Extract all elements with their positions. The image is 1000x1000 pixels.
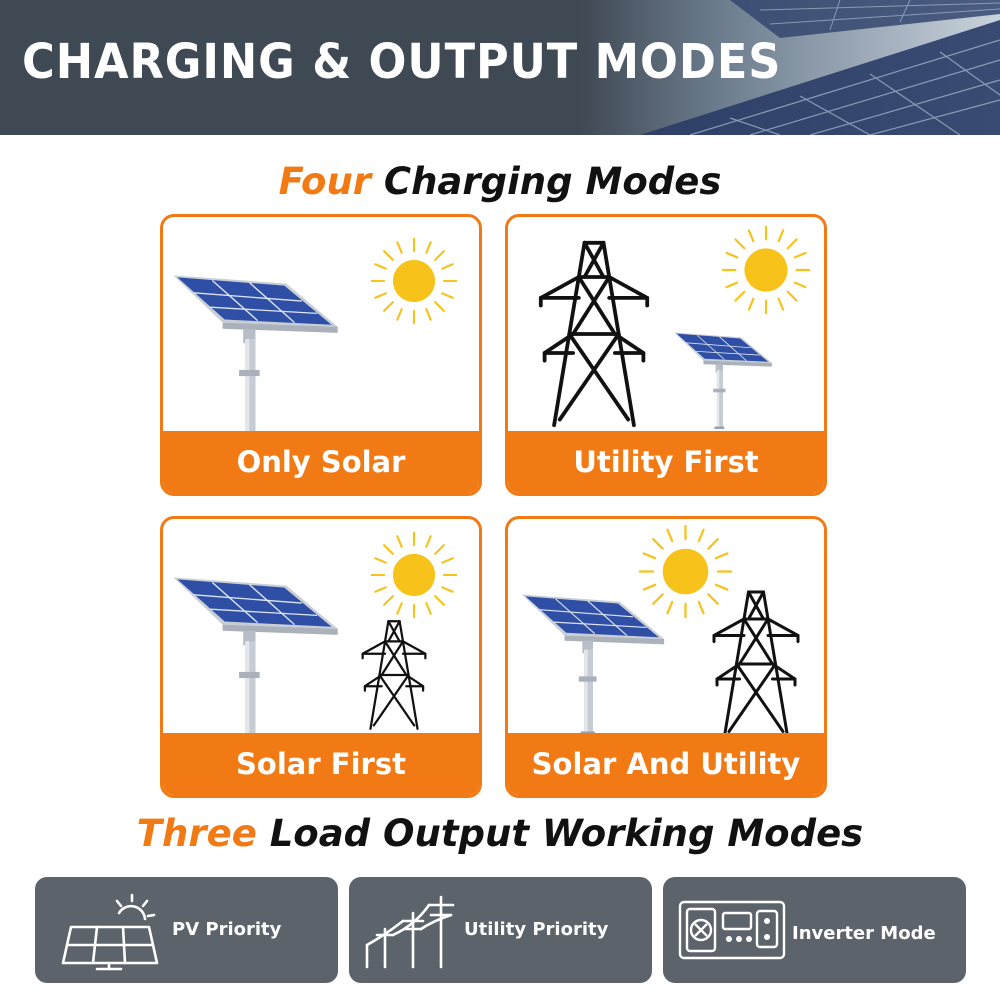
page-title: CHARGING & OUTPUT MODES	[22, 34, 782, 90]
output-mode-pv-priority: PV Priority	[35, 877, 338, 983]
solar-panel-icon	[172, 274, 339, 437]
inverter-icon	[678, 900, 786, 960]
charging-mode-label: Only Solar	[163, 431, 479, 493]
output-heading-accent: Three	[136, 812, 257, 855]
power-tower-icon	[361, 620, 427, 730]
output-mode-inverter: Inverter Mode	[663, 877, 966, 983]
power-tower-icon	[712, 590, 800, 738]
charging-mode-label: Utility First	[508, 431, 824, 493]
output-mode-label: Utility Priority	[464, 919, 609, 940]
charging-mode-card-only-solar: Only Solar	[160, 214, 482, 496]
pv-panel-icon	[61, 893, 159, 971]
header-banner: CHARGING & OUTPUT MODES	[0, 0, 1000, 135]
solar-first-illustration	[172, 531, 458, 739]
charging-heading-accent: Four	[278, 160, 372, 203]
charging-mode-card-utility-first: Utility First	[505, 214, 827, 496]
sun-icon	[370, 237, 458, 325]
charging-heading-text: Charging Modes	[371, 160, 722, 203]
charging-mode-card-solar-first: Solar First	[160, 516, 482, 798]
only-solar-illustration	[172, 237, 458, 437]
utility-first-illustration	[508, 225, 811, 430]
charging-modes-heading: Four Charging Modes	[0, 160, 1000, 203]
sun-icon	[370, 531, 458, 619]
solar-panel-icon	[521, 593, 665, 736]
output-modes-heading: Three Load Output Working Modes	[0, 812, 1000, 855]
charging-mode-label: Solar And Utility	[508, 733, 824, 795]
output-mode-label: PV Priority	[172, 919, 282, 940]
output-heading-text: Load Output Working Modes	[256, 812, 864, 855]
utility-poles-icon	[365, 895, 455, 969]
charging-mode-label: Solar First	[163, 733, 479, 795]
solar-panel-icon	[172, 576, 339, 739]
power-tower-icon	[541, 243, 647, 425]
output-mode-utility-priority: Utility Priority	[349, 877, 652, 983]
solar-field-image	[580, 0, 1000, 135]
output-mode-label: Inverter Mode	[792, 923, 936, 944]
sun-icon	[721, 225, 811, 315]
charging-mode-card-solar-and-utility: Solar And Utility	[505, 516, 827, 798]
sun-icon	[638, 524, 733, 619]
solar-and-utility-illustration	[521, 524, 800, 738]
solar-panel-icon	[673, 332, 773, 430]
